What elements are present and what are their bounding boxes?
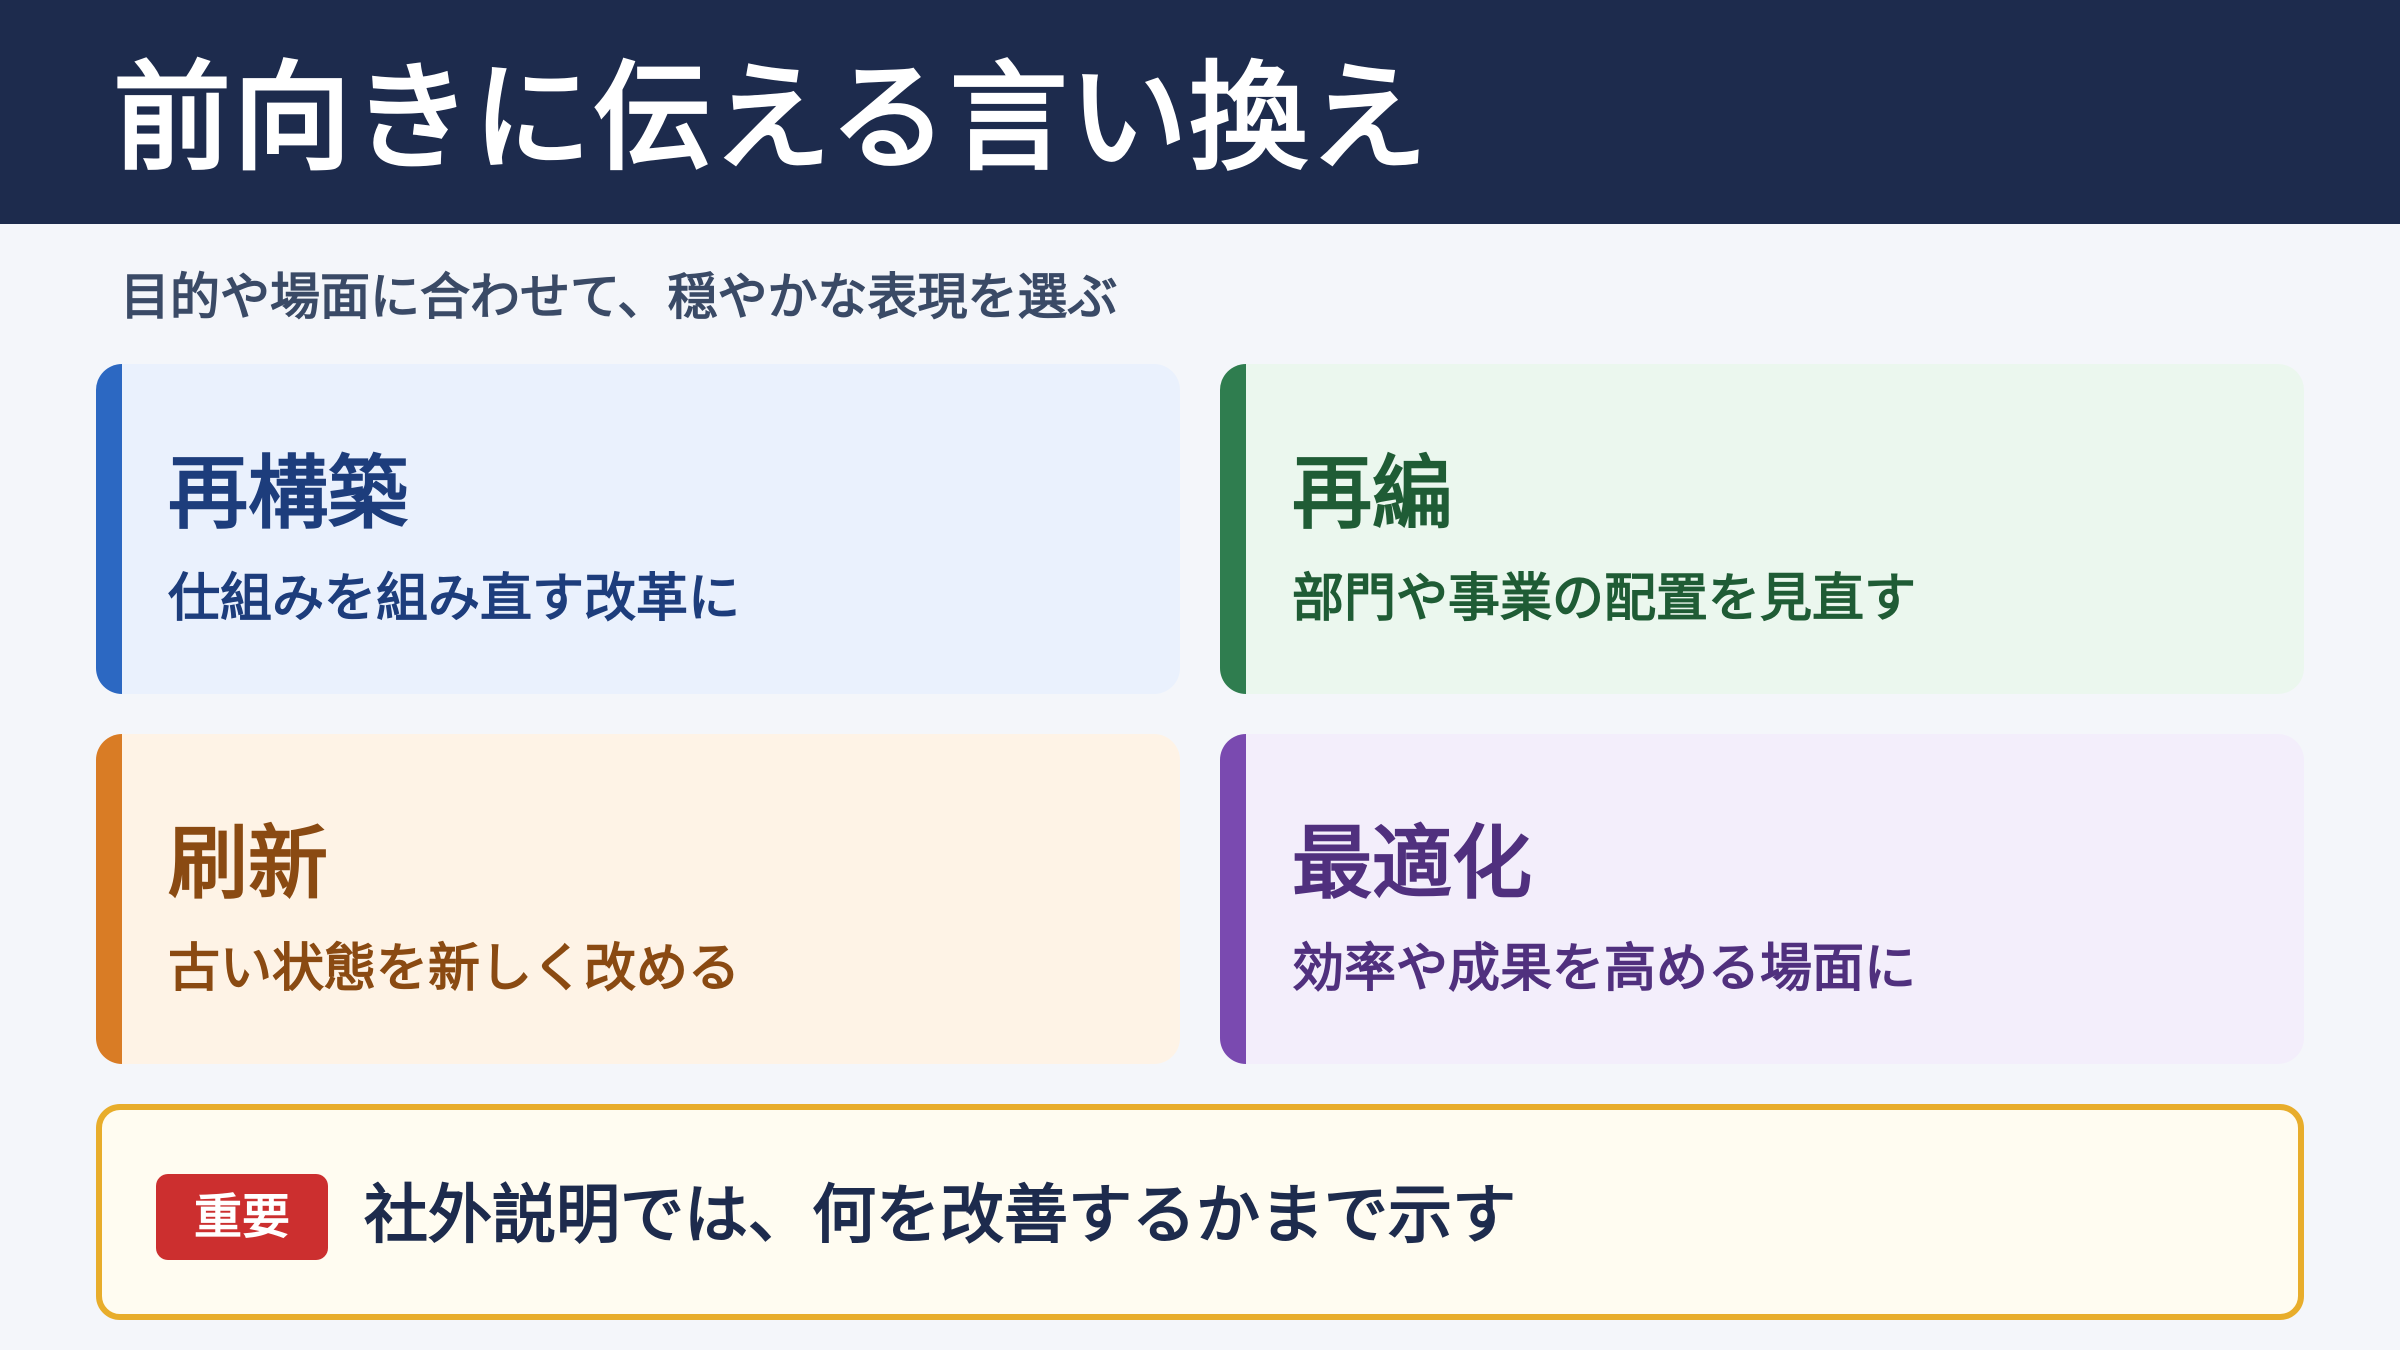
card-rebuild: 再構築 仕組みを組み直す改革に — [96, 364, 1180, 694]
card-optimize: 最適化 効率や成果を高める場面に — [1220, 734, 2304, 1064]
card-accent-bar — [96, 364, 122, 694]
page-subtitle: 目的や場面に合わせて、穏やかな表現を選ぶ — [120, 268, 1118, 326]
note-text: 社外説明では、何を改善するかまで示す — [364, 1179, 1516, 1253]
card-term: 刷新 — [168, 817, 328, 910]
card-term: 再構築 — [168, 447, 408, 540]
card-description: 古い状態を新しく改める — [168, 939, 741, 999]
card-term: 再編 — [1292, 447, 1452, 540]
important-badge: 重要 — [156, 1174, 328, 1260]
card-accent-bar — [1220, 734, 1246, 1064]
card-renew: 刷新 古い状態を新しく改める — [96, 734, 1180, 1064]
page-title: 前向きに伝える言い換え — [113, 49, 1430, 187]
card-accent-bar — [1220, 364, 1246, 694]
important-note: 重要 社外説明では、何を改善するかまで示す — [96, 1104, 2304, 1320]
card-description: 効率や成果を高める場面に — [1292, 939, 1917, 999]
card-term: 最適化 — [1292, 817, 1532, 910]
card-description: 部門や事業の配置を見直す — [1292, 569, 1917, 629]
header-bar: 前向きに伝える言い換え — [0, 0, 2400, 224]
card-accent-bar — [96, 734, 122, 1064]
card-description: 仕組みを組み直す改革に — [168, 569, 741, 629]
card-reorganize: 再編 部門や事業の配置を見直す — [1220, 364, 2304, 694]
